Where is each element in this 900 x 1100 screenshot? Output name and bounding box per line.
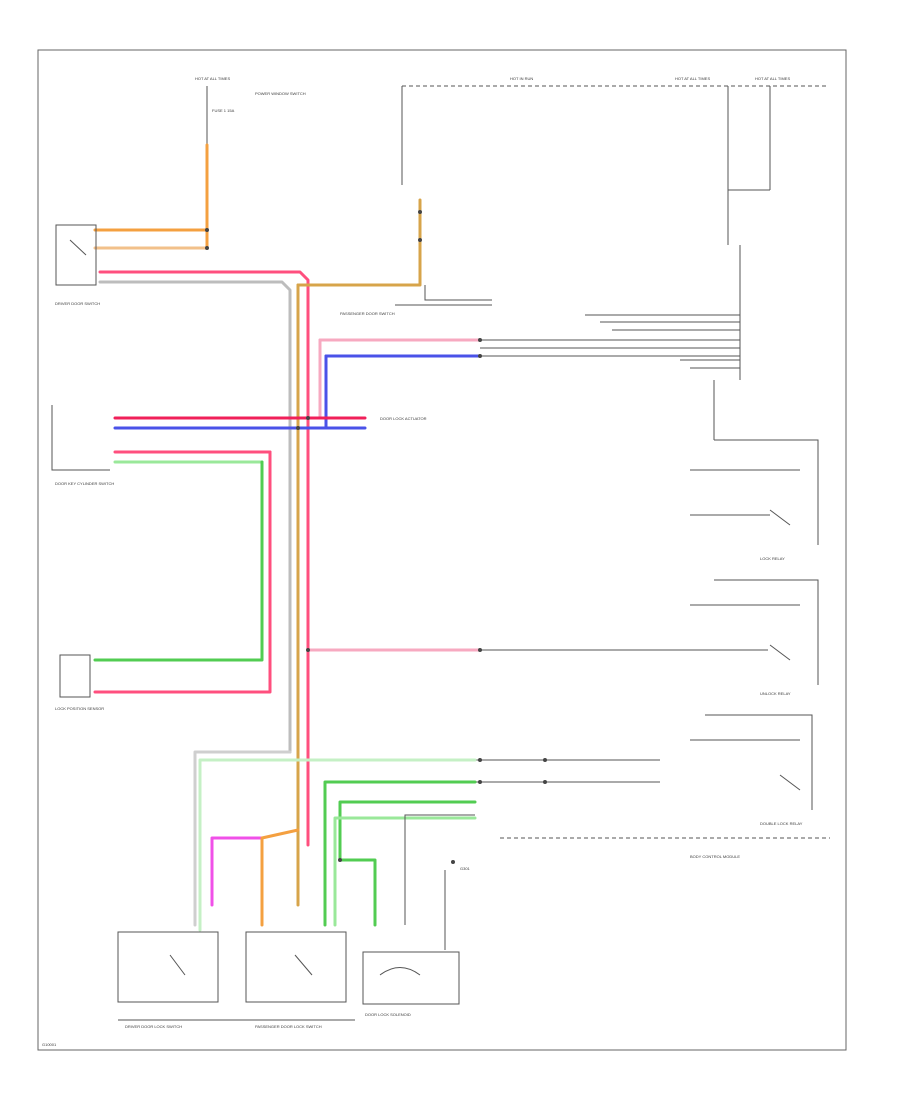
- relay3-frame: [705, 714, 813, 810]
- connector-dots: [205, 210, 547, 862]
- pink-loop-wire: [93, 450, 272, 694]
- passenger-lock-switch-blade: [294, 954, 313, 976]
- green-line-2: [323, 780, 477, 927]
- driver-lock-switch-box: [117, 931, 219, 1003]
- label-relay-3: DOUBLE LOCK RELAY: [760, 821, 803, 826]
- lock-position-sensor-box: [59, 654, 91, 698]
- diagram-frame: [37, 49, 847, 1051]
- label-bottom-right: DOOR LOCK SOLENOID: [365, 1012, 411, 1017]
- orange-bottom-wire: [260, 828, 300, 927]
- lock-solenoid-box: [362, 951, 460, 1005]
- gray-line-to-actuator: [404, 814, 475, 925]
- label-lock-actuator: DOOR LOCK ACTUATOR: [380, 416, 427, 421]
- passenger-lock-switch-box: [245, 931, 347, 1003]
- label-right-door-switch: PASSENGER DOOR SWITCH: [340, 311, 395, 316]
- module-bus-lines: [480, 314, 740, 369]
- tan-main-wire: [296, 198, 422, 287]
- mid-left-switch-frame: [51, 405, 110, 471]
- label-top-right-feed-3: HOT AT ALL TIMES: [755, 76, 790, 81]
- label-top-left-fuse: FUSE 1 15A: [212, 108, 235, 113]
- gray-bus-1: [424, 285, 492, 301]
- label-top-right-feed-2: HOT AT ALL TIMES: [675, 76, 710, 81]
- green-line-3: [338, 800, 477, 927]
- green-line-1: [198, 758, 477, 932]
- relay1-frame: [714, 439, 819, 545]
- label-top-right-feed-1: HOT IN RUN: [510, 76, 533, 81]
- label-relay-2: UNLOCK RELAY: [760, 691, 791, 696]
- driver-lock-switch-blade: [169, 954, 186, 976]
- power-window-switch-box: [55, 224, 97, 286]
- lock-solenoid-coil: [379, 967, 421, 976]
- magenta-bottom-wire: [210, 836, 264, 907]
- label-top-left-feed: HOT AT ALL TIMES: [195, 76, 230, 81]
- label-left-door-switch: DRIVER DOOR SWITCH: [55, 301, 100, 306]
- label-power-mirror-ctrl: POWER WINDOW SWITCH: [255, 91, 306, 96]
- relay2-frame: [714, 579, 819, 685]
- label-mid-sensor: LOCK POSITION SENSOR: [55, 706, 104, 711]
- relay1-blade: [769, 509, 791, 526]
- ground-dot: [451, 860, 455, 864]
- relay2-blade: [769, 644, 791, 661]
- label-mid-left-switch: DOOR KEY CYLINDER SWITCH: [55, 481, 114, 486]
- pink-main-wire: [98, 270, 310, 847]
- label-bottom-mid: PASSENGER DOOR LOCK SWITCH: [255, 1024, 322, 1029]
- label-footer-code: G10001: [42, 1042, 57, 1047]
- green-loop-wire: [93, 460, 264, 662]
- pws-internal-1: [69, 239, 87, 256]
- label-bottom-left: DRIVER DOOR LOCK SWITCH: [125, 1024, 182, 1029]
- label-relay-1: LOCK RELAY: [760, 556, 785, 561]
- gray-bottom-wire: [193, 750, 292, 927]
- gray-main-wire: [98, 280, 292, 754]
- relay3-blade: [779, 774, 801, 791]
- label-module: BODY CONTROL MODULE: [690, 854, 740, 859]
- label-ground: G301: [460, 866, 471, 871]
- green-line-4: [333, 816, 477, 927]
